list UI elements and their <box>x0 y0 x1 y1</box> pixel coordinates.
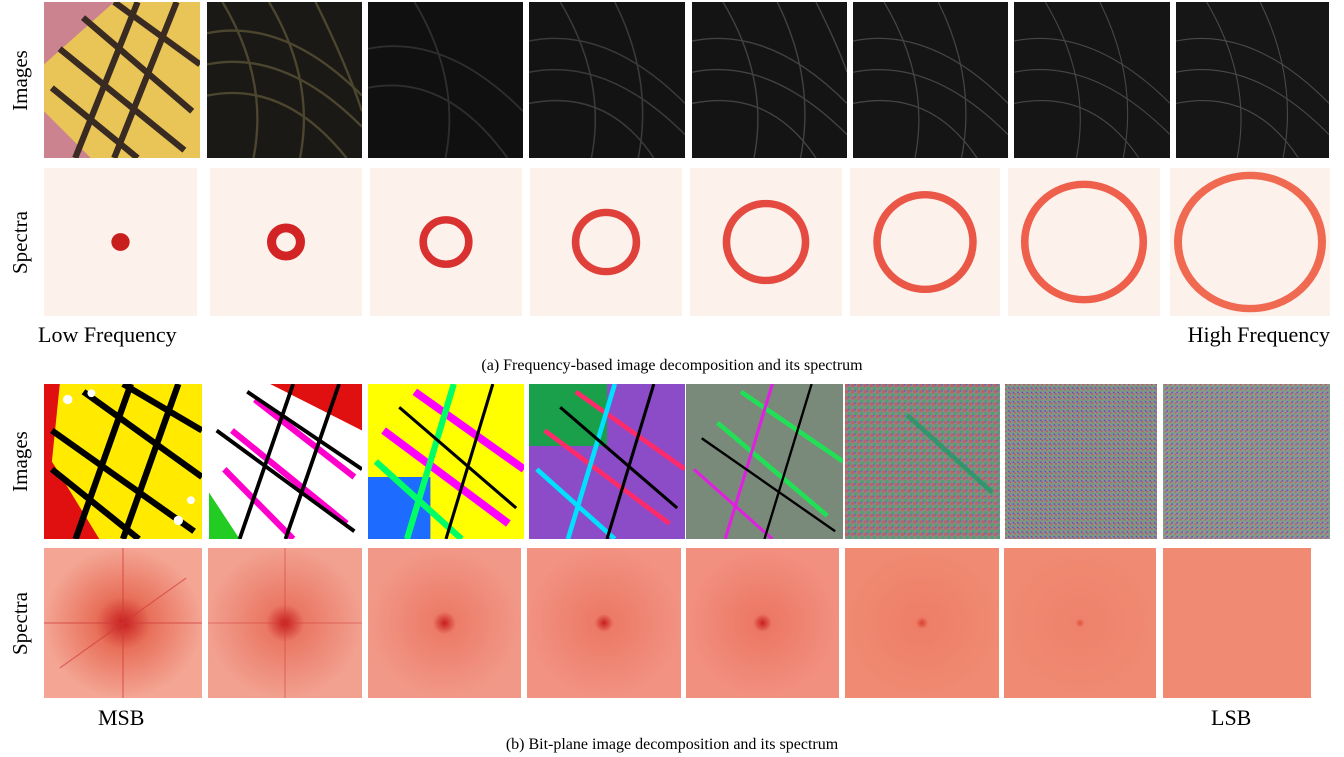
band-image-4 <box>529 2 685 158</box>
bitplane-image-lsb <box>1163 384 1330 539</box>
bitplane-image-6 <box>845 384 1000 539</box>
bitplane-spectrum-5 <box>686 548 839 698</box>
spectrum-ring-5 <box>690 168 842 316</box>
band-image-3 <box>368 2 523 158</box>
images-row-label: Images <box>7 431 32 492</box>
caption-a: (a) Frequency-based image decomposition … <box>481 357 863 374</box>
bitplane-image-5 <box>686 384 843 539</box>
bitplane-spectrum-7 <box>1004 548 1156 698</box>
spectrum-ring-4 <box>530 168 682 316</box>
spectrum-ring-1 <box>44 168 197 316</box>
bitplane-image-3 <box>368 384 524 539</box>
butterfly-lowpass-image <box>44 2 200 158</box>
figure-b: Images <box>0 380 1344 757</box>
bitplane-spectrum-4 <box>527 548 681 698</box>
high-frequency-label: High Frequency <box>1187 322 1330 347</box>
spectra-row-label: Spectra <box>7 210 32 274</box>
spectrum-ring-6 <box>850 168 1000 316</box>
msb-label: MSB <box>98 705 145 730</box>
bitplane-spectrum-1 <box>44 548 202 698</box>
bitplane-image-4 <box>529 384 685 539</box>
bitplane-spectrum-2 <box>208 548 362 698</box>
caption-b: (b) Bit-plane image decomposition and it… <box>505 736 839 753</box>
bitplane-spectrum-3 <box>368 548 521 698</box>
lsb-label: LSB <box>1211 705 1252 730</box>
band-image-7 <box>1014 2 1170 158</box>
band-image-8 <box>1176 2 1329 158</box>
spectrum-ring-8 <box>1170 168 1330 316</box>
bitplane-spectrum-6 <box>845 548 999 698</box>
bitplane-image-7 <box>1005 384 1157 539</box>
images-row-label: Images <box>7 49 32 111</box>
low-frequency-label: Low Frequency <box>38 322 177 347</box>
figure-a: Images <box>7 2 1330 374</box>
band-image-5 <box>692 2 847 158</box>
spectrum-ring-7 <box>1008 168 1160 316</box>
spectrum-ring-2 <box>210 168 362 316</box>
bitplane-spectrum-8 <box>1163 548 1311 698</box>
bitplane-image-2 <box>209 384 362 539</box>
spectrum-ring-3 <box>370 168 522 316</box>
band-image-2 <box>207 2 362 158</box>
bitplane-image-msb <box>44 384 202 539</box>
spectra-row-label: Spectra <box>7 591 32 655</box>
band-image-6 <box>853 2 1008 158</box>
